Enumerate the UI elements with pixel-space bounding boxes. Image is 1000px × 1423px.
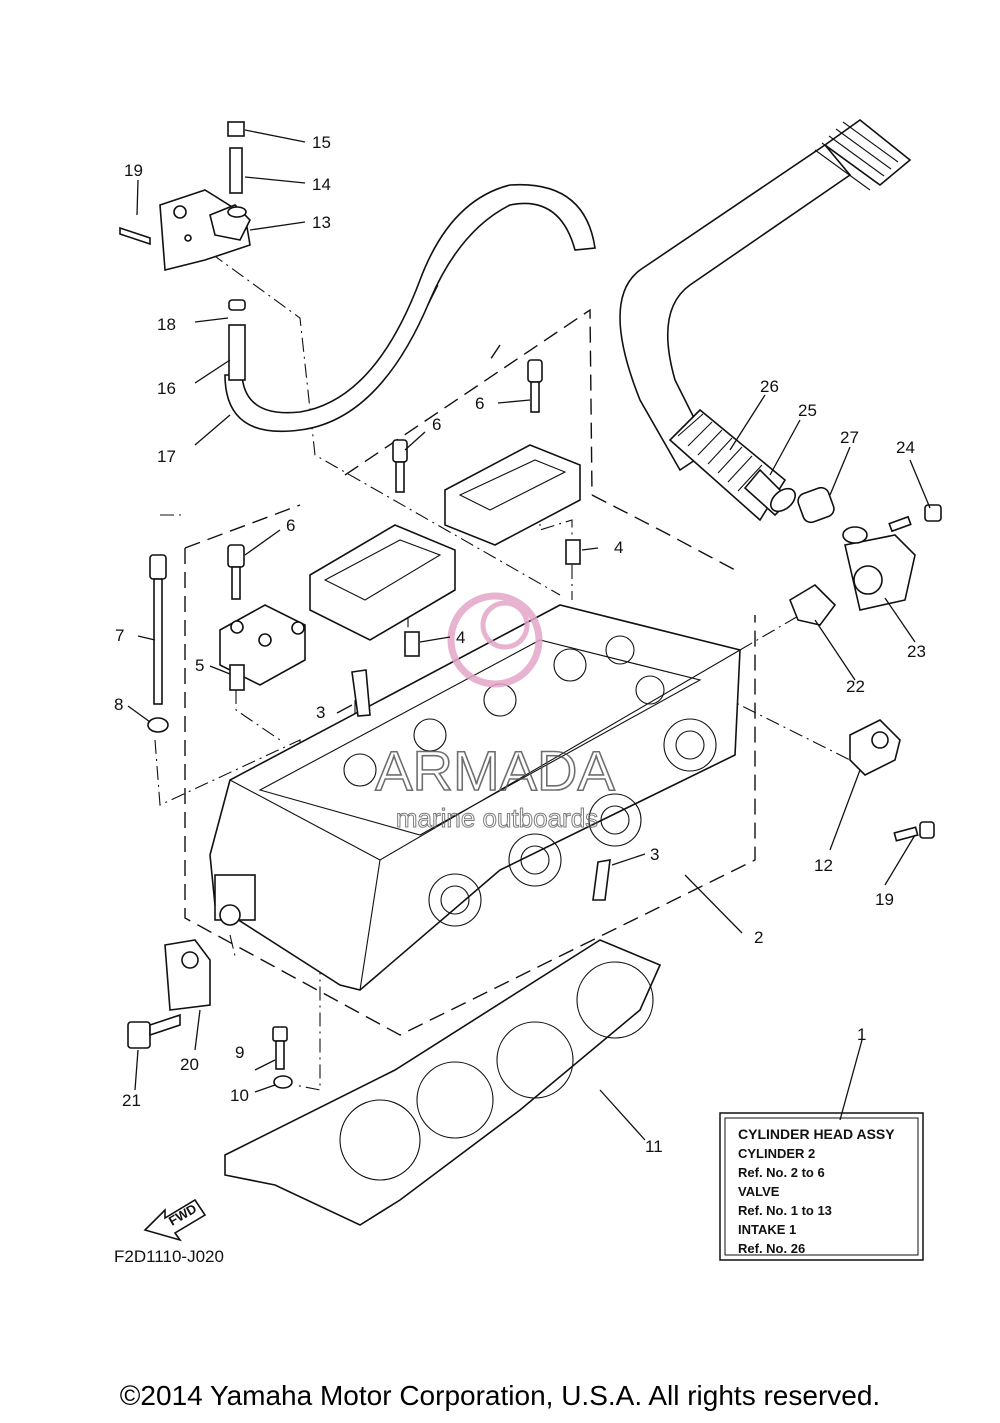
watermark-logo-inner-icon [480,600,530,650]
callout-13: 13 [312,213,331,232]
callout-11: 11 [645,1137,663,1156]
callout-3-a: 3 [316,703,325,722]
callout-23: 23 [907,642,926,661]
bracket-assembly [119,121,251,381]
legend-line-2: Ref. No. 2 to 6 [738,1165,825,1180]
callout-3-b: 3 [650,845,659,864]
drawing-code: F2D1110-J020 [114,1247,224,1266]
callout-22: 22 [846,677,865,696]
callout-15: 15 [312,133,331,152]
callout-16: 16 [157,379,176,398]
callout-19-top: 19 [124,161,143,180]
callout-numbers: 15 14 13 19 18 16 17 6 6 6 4 4 5 7 8 3 3… [114,133,926,1156]
watermark-tagline: marine outboards [396,803,598,833]
cylinder-head [209,604,741,991]
fwd-arrow: FWD [143,1198,207,1242]
callout-27: 27 [840,428,859,447]
leader-lines [127,129,931,1141]
callout-4-b: 4 [456,628,465,647]
legend-line-5: INTAKE 1 [738,1222,796,1237]
callout-2: 2 [754,928,763,947]
callout-1: 1 [857,1025,866,1044]
callout-6-b: 6 [432,415,441,434]
legend-line-3: VALVE [738,1184,780,1199]
callout-24: 24 [896,438,915,457]
callout-21: 21 [122,1091,141,1110]
legend-box: CYLINDER HEAD ASSY CYLINDER 2 Ref. No. 2… [719,1112,924,1261]
callout-9: 9 [235,1043,244,1062]
callout-17: 17 [157,447,176,466]
callout-20: 20 [180,1055,199,1074]
head-gasket [224,939,662,1226]
watermark-logo-icon [447,592,543,688]
callout-4-a: 4 [614,538,623,557]
callout-19-right: 19 [875,890,894,909]
watermark-brand: ARMADA [375,739,615,802]
callout-14: 14 [312,175,331,194]
callout-12: 12 [814,856,833,875]
callout-7: 7 [115,626,124,645]
legend-title: CYLINDER HEAD ASSY [738,1126,895,1142]
legend-line-1: CYLINDER 2 [738,1146,815,1161]
legend-line-6: Ref. No. 26 [738,1241,805,1256]
callout-8: 8 [114,695,123,714]
watermark: ARMADA marine outboards [374,592,616,834]
callout-18: 18 [157,315,176,334]
legend-line-4: Ref. No. 1 to 13 [738,1203,832,1218]
callout-5: 5 [195,656,204,675]
breather-hose [224,183,596,433]
callout-6-c: 6 [286,516,295,535]
callout-25: 25 [798,401,817,420]
bolts-and-pins [127,359,942,1089]
callout-6-a: 6 [475,394,484,413]
callout-10: 10 [230,1086,249,1105]
callout-26: 26 [760,377,779,396]
intake-pipe [619,118,912,522]
assembly-boundaries [184,308,756,1036]
thermostat-assembly [789,486,916,776]
copyright-footer: ©2014 Yamaha Motor Corporation, U.S.A. A… [119,1380,881,1411]
